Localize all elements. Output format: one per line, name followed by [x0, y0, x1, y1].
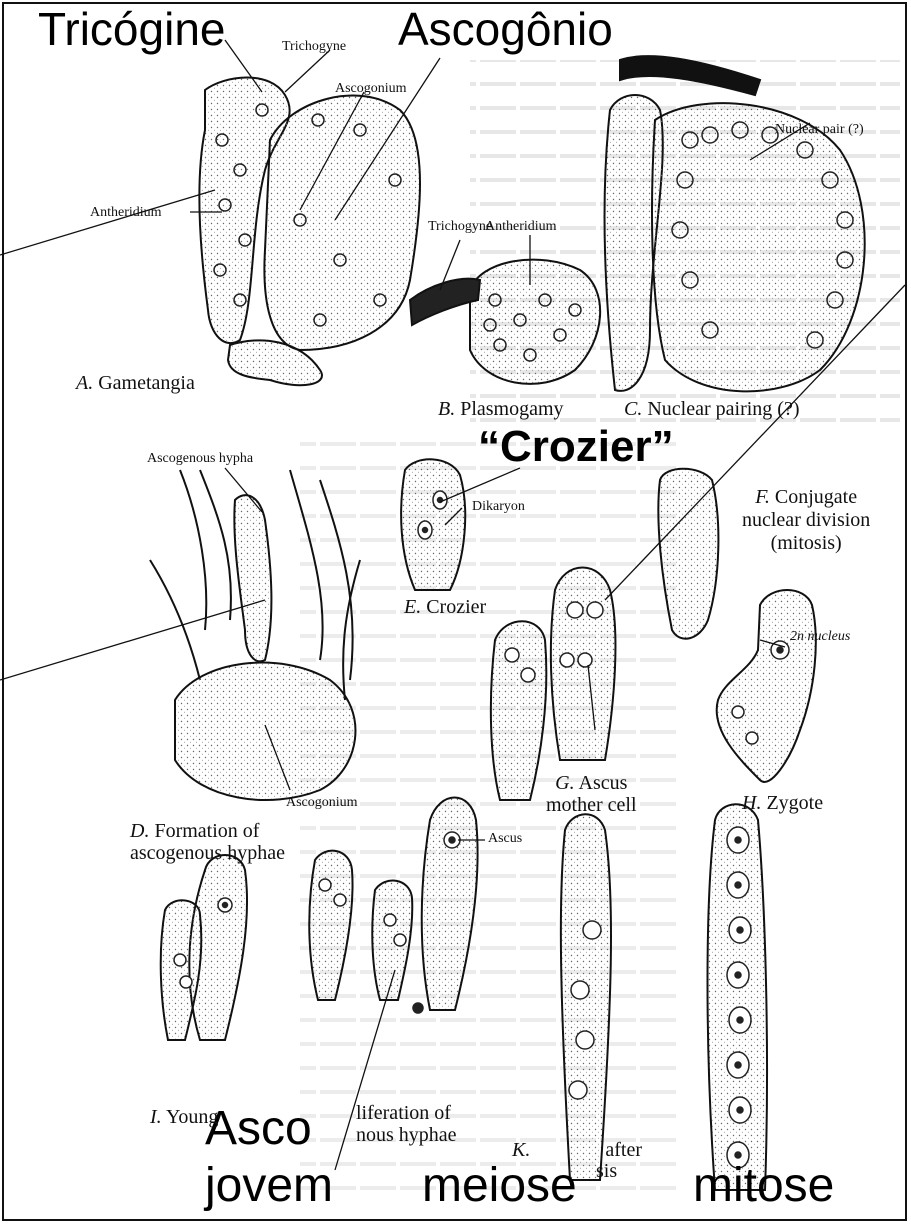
trichogyne-label-a: Trichogyne	[282, 40, 346, 55]
caption-i-text: Young	[166, 1106, 218, 1128]
caption-g-text1: Ascus	[579, 772, 628, 794]
caption-k-text2: sis	[596, 1161, 642, 1182]
gametangia-drawing	[199, 78, 420, 386]
caption-d: D. Formation of ascogenous hyphae	[130, 820, 285, 864]
caption-k: K. after sis	[512, 1140, 642, 1182]
mitose-label: mitose	[693, 1162, 834, 1210]
ascus-label: Ascus	[488, 832, 522, 847]
caption-h: H. Zygote	[742, 792, 823, 814]
jovem-label: jovem	[205, 1162, 333, 1210]
plasmogamy-drawing	[410, 260, 600, 384]
ascogenous-hypha-label: Ascogenous hypha	[147, 452, 253, 467]
background-text-block-2	[300, 440, 680, 1200]
caption-g-text2: mother cell	[546, 794, 637, 816]
caption-k-text: after	[605, 1139, 642, 1161]
caption-a-letter: A.	[76, 372, 93, 394]
caption-f: F. Conjugate nuclear division (mitosis)	[742, 486, 870, 555]
asco-label: Asco	[205, 1105, 312, 1153]
ascogonio-label: Ascogônio	[398, 6, 613, 52]
caption-c-letter: C.	[624, 398, 642, 420]
nuclear-pair-label: Nuclear pair (?)	[775, 123, 864, 138]
two-n-nucleus-label: 2n nucleus	[790, 630, 850, 645]
ascogonium-label-d: Ascogonium	[286, 796, 358, 811]
caption-a: A. Gametangia	[76, 372, 195, 394]
antheridium-label-b: Antheridium	[485, 220, 557, 235]
trichogyne-label-b: Trichogyne	[428, 220, 492, 235]
caption-h-text: Zygote	[766, 792, 823, 814]
antheridium-label-a: Antheridium	[90, 206, 162, 221]
caption-k-letter: K.	[512, 1139, 530, 1161]
caption-j-text1: liferation of	[356, 1102, 457, 1124]
caption-d-text2: ascogenous hyphae	[130, 842, 285, 864]
caption-g: G. Ascus mother cell	[546, 772, 637, 816]
caption-f-letter: F.	[755, 486, 770, 508]
caption-e-letter: E.	[404, 596, 421, 618]
ascogonium-label-a: Ascogonium	[335, 82, 407, 97]
young-ascus-drawing	[161, 855, 247, 1040]
caption-b-letter: B.	[438, 398, 455, 420]
caption-c: C. Nuclear pairing (?)	[624, 398, 799, 420]
caption-i-letter: I.	[150, 1106, 162, 1128]
dikaryon-label: Dikaryon	[472, 500, 525, 515]
caption-b-text: Plasmogamy	[460, 398, 563, 420]
caption-f-text3: (mitosis)	[742, 532, 870, 555]
mitosis-ascus-drawing	[708, 804, 768, 1190]
caption-f-text2: nuclear division	[742, 509, 870, 532]
caption-d-letter: D.	[130, 820, 149, 842]
caption-c-text: Nuclear pairing (?)	[647, 398, 799, 420]
caption-j-text2: nous hyphae	[356, 1124, 457, 1146]
caption-f-text1: Conjugate	[775, 486, 857, 508]
caption-b: B. Plasmogamy	[438, 398, 564, 420]
tricogine-label: Tricógine	[38, 6, 225, 52]
caption-d-text1: Formation of	[154, 820, 259, 842]
caption-e-text: Crozier	[426, 596, 486, 618]
caption-e: E. Crozier	[404, 596, 486, 618]
zygote-drawing	[717, 590, 816, 782]
caption-h-letter: H.	[742, 792, 761, 814]
caption-i: I. Young	[150, 1106, 218, 1128]
caption-a-text: Gametangia	[98, 372, 195, 394]
caption-j: liferation of nous hyphae	[356, 1102, 457, 1146]
crozier-drawing	[401, 459, 465, 590]
crozier-label: “Crozier”	[478, 425, 674, 469]
caption-g-letter: G.	[555, 772, 574, 794]
